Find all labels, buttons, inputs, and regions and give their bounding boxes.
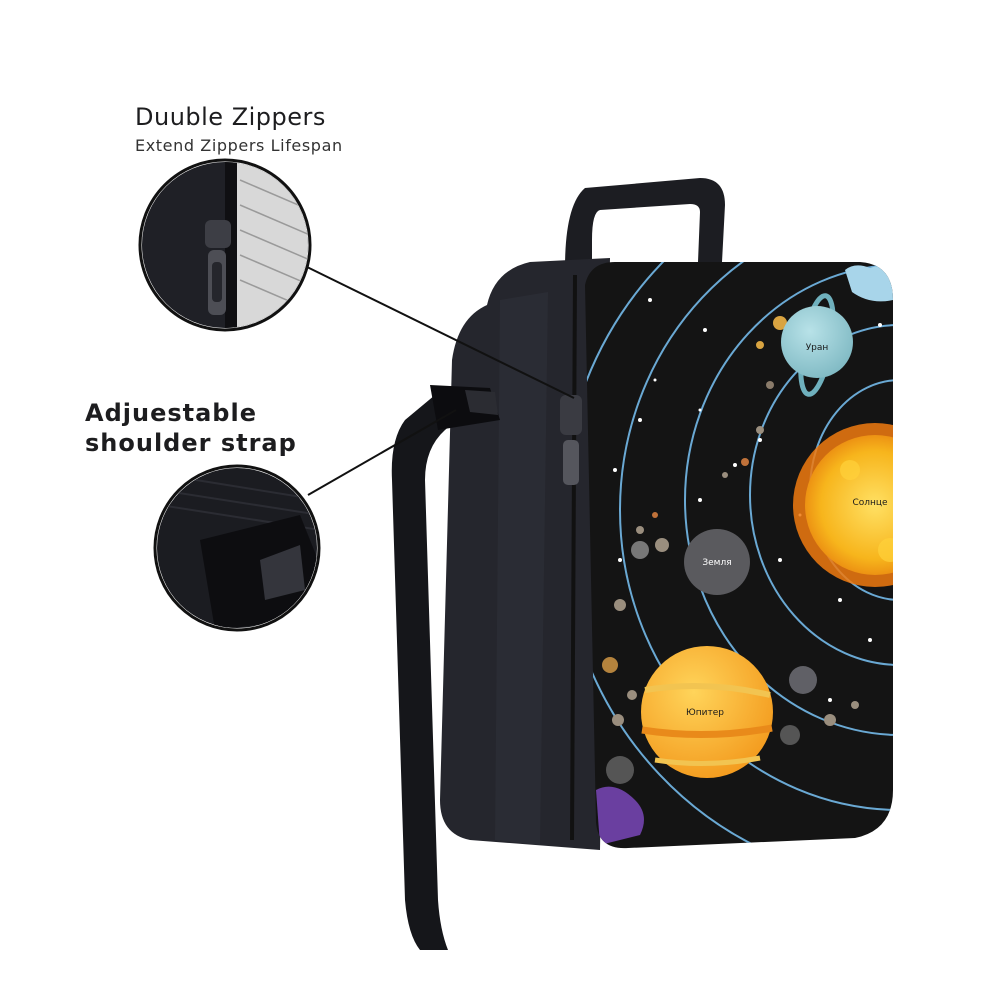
handle	[565, 178, 725, 270]
uranus-planet: Уран	[781, 293, 853, 397]
jupiter-planet: Юпитер	[641, 646, 773, 778]
sun: Солнце	[793, 423, 893, 587]
sun-label: Солнце	[852, 498, 888, 508]
strap-title-line1: Adjuestable	[85, 399, 257, 427]
zipper-feature-subtitle: Extend Zippers Lifespan	[135, 136, 343, 155]
zipper-feature-title: Duuble Zippers	[135, 103, 326, 131]
earth-label: Земля	[702, 558, 731, 568]
strap-title-line2: shoulder strap	[85, 429, 297, 457]
uranus-label: Уран	[806, 343, 829, 353]
earth-planet: Земля	[684, 529, 750, 595]
zipper-detail-zoom	[138, 158, 312, 332]
strap-detail-zoom	[153, 464, 321, 632]
jupiter-label: Юпитер	[686, 708, 724, 718]
strap-feature-title: Adjuestable shoulder strap	[85, 398, 297, 458]
shoulder-strap	[391, 395, 480, 950]
